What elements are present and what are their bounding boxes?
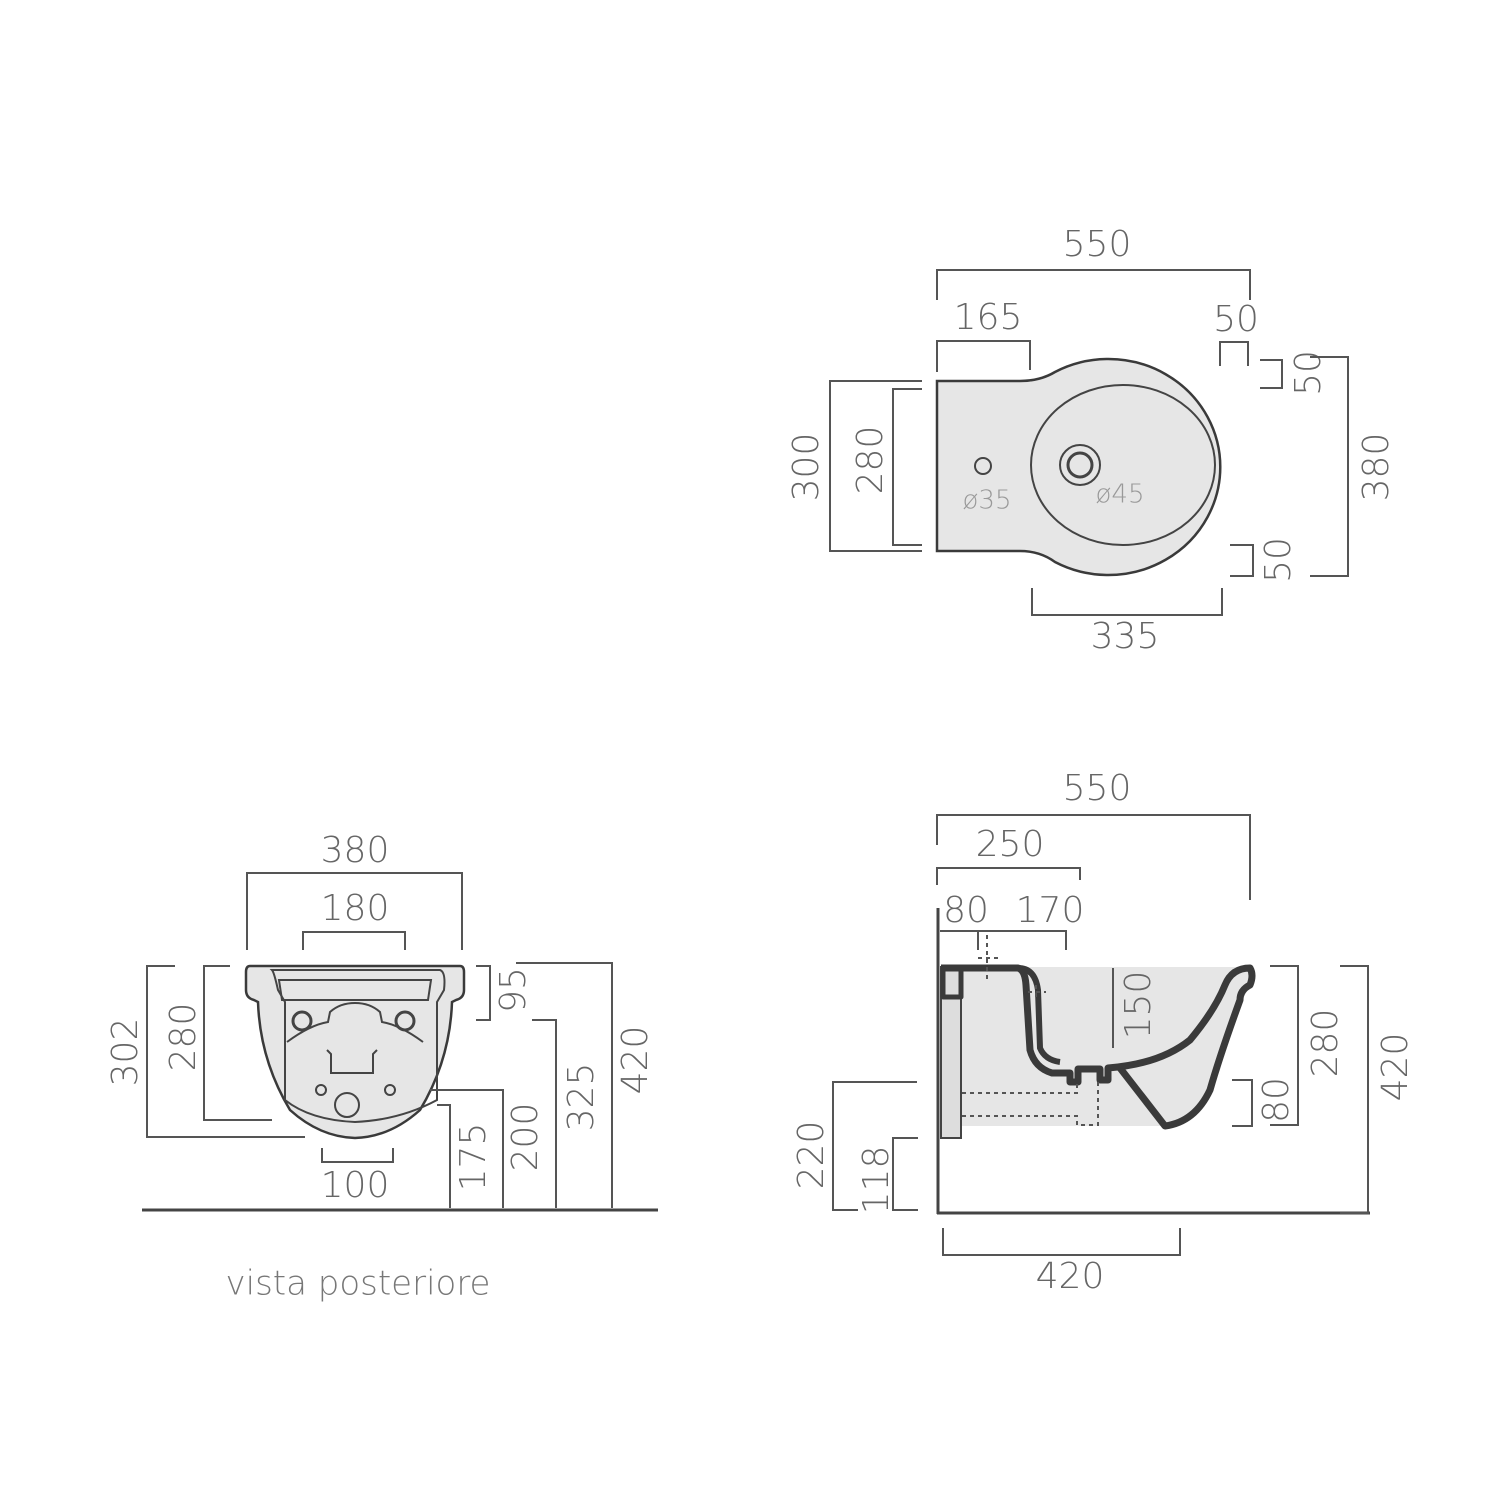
bidet-top-outline <box>935 357 1222 577</box>
dim-label: 335 <box>1091 616 1160 657</box>
dim-line <box>476 965 491 1021</box>
dim-label: 220 <box>791 1121 832 1190</box>
dim-line <box>246 872 463 950</box>
dim-label: 118 <box>856 1146 897 1215</box>
dim-label: 150 <box>1118 971 1159 1040</box>
dim-label: 325 <box>561 1063 602 1132</box>
dim-line <box>832 1081 917 1211</box>
rear-inner-panel <box>269 969 446 1124</box>
dim-label: 420 <box>615 1026 656 1095</box>
dim-label: 302 <box>105 1018 146 1087</box>
dim-label: 50 <box>1258 537 1299 583</box>
dim-line <box>430 1089 504 1208</box>
dim-line <box>516 962 613 1208</box>
dim-label: 95 <box>493 967 534 1013</box>
dim-label: 280 <box>1305 1009 1346 1078</box>
dim-line <box>302 931 406 950</box>
dim-line <box>940 930 1067 950</box>
rear-slot <box>326 1049 378 1074</box>
hole-tap-label: ø45 <box>1096 480 1145 510</box>
dim-line <box>1031 588 1223 616</box>
hidden-waste-lines <box>962 1082 1099 1126</box>
rear-mount-plate <box>286 1001 424 1043</box>
bidet-side-body <box>941 967 1252 1138</box>
dim-label: 180 <box>321 888 390 929</box>
dim-label: 380 <box>1356 433 1397 502</box>
dim-label: 200 <box>505 1103 546 1172</box>
dim-label: 165 <box>954 297 1023 338</box>
dim-line <box>936 269 1251 300</box>
fixing-hole-icon <box>315 1084 327 1096</box>
dim-label: 550 <box>1063 224 1132 265</box>
bowl-inner-wall <box>1017 965 1061 1065</box>
dim-label: 170 <box>1016 890 1085 931</box>
dim-label: 280 <box>850 426 891 495</box>
dim-line <box>1219 341 1249 366</box>
dim-line <box>1232 1079 1253 1127</box>
hole-small-label: ø35 <box>963 486 1012 516</box>
dim-label: 280 <box>163 1003 204 1072</box>
dim-label: 420 <box>1375 1033 1416 1102</box>
dim-line <box>1340 965 1369 1214</box>
overflow-hole <box>974 457 992 475</box>
fixing-hole-icon <box>384 1084 396 1096</box>
bowl-rim <box>1030 384 1216 546</box>
dim-line <box>146 965 305 1138</box>
bidet-rear-outline <box>244 964 466 1140</box>
waste-hole-icon <box>334 1092 360 1118</box>
fixing-hole-icon <box>291 1010 313 1032</box>
top-view: ø35 ø45 550 165 50 50 380 50 335 300 280 <box>786 224 1397 657</box>
dim-line <box>936 867 1081 885</box>
dim-line <box>203 965 272 1121</box>
rear-view: 380 180 302 280 95 420 325 200 175 100 v… <box>105 830 658 1304</box>
view-caption: vista posteriore <box>226 1264 491 1304</box>
dim-line <box>532 1019 557 1208</box>
dim-line <box>936 340 1031 372</box>
dim-label: 100 <box>321 1165 390 1206</box>
dim-line <box>1230 544 1254 577</box>
tap-axis-marks <box>978 935 1046 1000</box>
dim-line <box>437 1104 451 1208</box>
dim-label: 550 <box>1063 768 1132 809</box>
dim-line <box>1270 965 1299 1126</box>
tap-hole-outer <box>1059 444 1101 486</box>
dim-line <box>321 1148 394 1163</box>
dim-label: 80 <box>1256 1077 1297 1123</box>
dim-line <box>936 814 1251 900</box>
dim-line <box>1310 356 1349 577</box>
dim-label: 250 <box>976 824 1045 865</box>
tap-hole-inner <box>1066 451 1094 479</box>
side-view: 550 250 80 170 150 280 420 80 220 118 42… <box>791 768 1416 1297</box>
dim-label: 80 <box>943 890 989 931</box>
dim-label: 420 <box>1036 1256 1105 1297</box>
fixing-hole-icon <box>394 1010 416 1032</box>
rear-top-band <box>277 979 433 1001</box>
bowl-section <box>941 964 1256 1130</box>
dim-line <box>1260 359 1283 389</box>
dim-line <box>829 380 922 552</box>
dim-label: 175 <box>453 1123 494 1192</box>
dim-line <box>942 1228 1181 1256</box>
dim-label: 300 <box>786 433 827 502</box>
dim-label: 50 <box>1213 299 1259 340</box>
dim-line <box>892 1137 918 1211</box>
dim-label: 380 <box>321 830 390 871</box>
dim-line <box>892 388 922 546</box>
